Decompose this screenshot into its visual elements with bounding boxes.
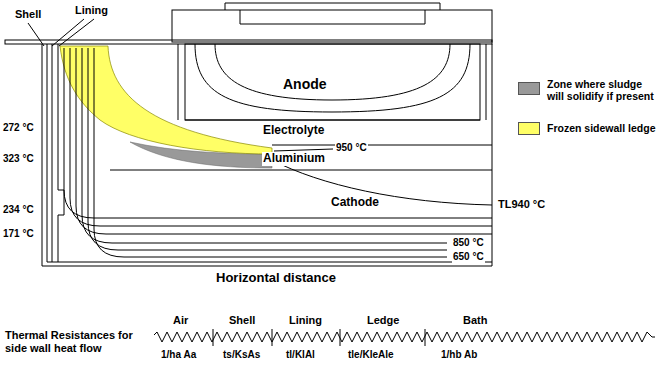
resistance-label: Lining [288,314,323,327]
isotherm [70,48,492,226]
chain-title: Thermal Resistances for side wall heat f… [4,329,154,354]
part-label: Anode [282,76,328,92]
shell-wall [47,44,48,262]
isotherm [82,48,447,243]
resistance-label: Shell [228,314,256,327]
separator-tick [340,329,341,346]
resistor-zigzag [152,332,655,342]
leader-line [59,19,94,46]
horizontal-axis [42,266,492,267]
isotherm [94,48,447,257]
resistance-label: Ledge [366,314,400,327]
axis-label: Horizontal distance [215,271,337,286]
separator-tick [425,329,426,346]
frozen-ledge [60,46,272,154]
bath-metal-interface [272,145,492,146]
temperature-label: 950 °C [335,142,368,154]
cell-right-edge [492,44,493,266]
anode-bottom [185,120,480,121]
temperature-label: 171 °C [2,228,35,240]
resistance-label: Bath [462,314,488,327]
leader-line [52,19,84,46]
legend-text: Frozen sidewall ledge [546,122,662,134]
shell-wall [42,44,43,266]
temperature-label: 234 °C [2,204,35,216]
isotherm [88,48,447,250]
legend-swatch [518,82,540,95]
part-label: Shell [14,8,42,21]
part-label: Lining [74,4,109,17]
separator-tick [272,329,273,346]
formula-label: ts/KsAs [222,349,261,361]
anode-top [225,3,440,10]
liquidus-isotherm [272,160,492,205]
metal-bottom [110,170,492,171]
leader-line [274,149,333,151]
lining-wall [52,44,53,262]
part-label: Aluminium [262,152,326,166]
anode-beam [172,10,492,42]
formula-label: tl/KlAl [285,349,316,361]
legend-swatch [518,122,540,135]
leader-line [28,23,44,46]
temperature-label: TL940 °C [497,198,546,211]
isotherm [195,44,470,112]
lining-wall [58,44,64,262]
isotherm [215,44,450,100]
resistance-label: Air [172,314,189,327]
resistance-chain [152,329,655,346]
isotherm [64,48,492,218]
formula-label: 1/ha Aa [160,349,197,361]
anode-side [178,44,179,120]
drawing-part [5,3,492,266]
cell-bottom [47,262,492,263]
temperature-label: 272 °C [2,122,35,134]
anode-top-inner [240,10,425,24]
anode-side [486,44,487,120]
formula-label: 1/hb Ab [440,349,478,361]
drawing-part [28,19,492,257]
part-label: Electrolyte [262,124,325,138]
separator-tick [213,329,214,346]
isotherm [76,48,492,234]
temperature-label: 850 °C [452,237,485,249]
anode-block [185,44,480,120]
temperature-label: 323 °C [2,153,35,165]
part-label: Cathode [330,196,380,210]
legend-text: Zone where sludge will solidify if prese… [546,78,662,102]
formula-label: tle/KleAle [347,349,395,361]
temperature-label: 650 °C [452,251,485,263]
